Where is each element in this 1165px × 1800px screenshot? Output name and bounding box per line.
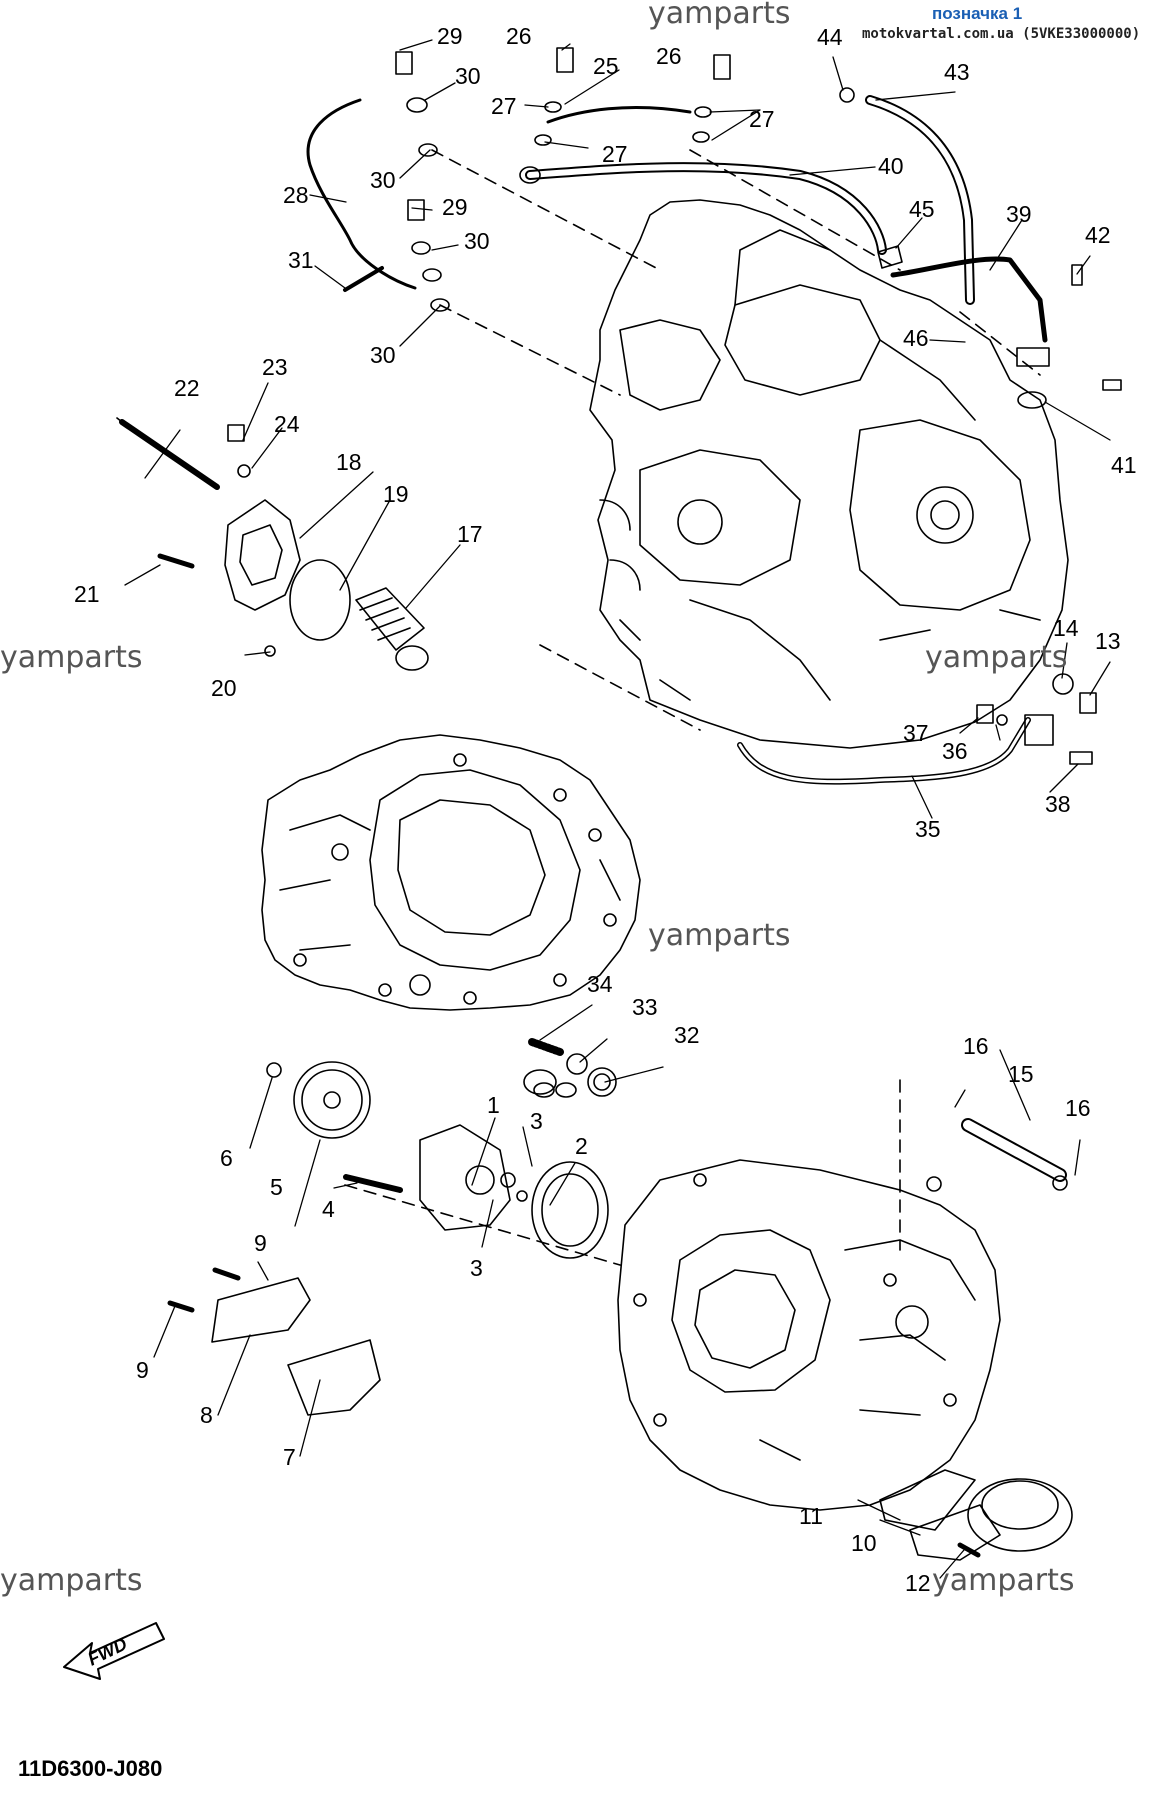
- callout-label: 39: [1006, 201, 1032, 227]
- callout-label: 16: [1065, 1095, 1091, 1121]
- callout-label: 29: [437, 23, 463, 49]
- callout-label: 14: [1053, 615, 1079, 641]
- callout-label: 24: [274, 411, 300, 437]
- callout-label: 37: [903, 720, 929, 746]
- oil-pipes: [306, 47, 731, 312]
- callout-label: 40: [878, 153, 904, 179]
- callout-label: 3: [530, 1108, 543, 1134]
- callout-label: 11: [799, 1503, 823, 1529]
- oil-pump-group: [167, 1061, 1068, 1416]
- oil-filter-assembly: [116, 417, 429, 671]
- callout-label: 5: [270, 1174, 283, 1200]
- assembly-lines: [344, 149, 1041, 1266]
- callout-label: 43: [944, 59, 970, 85]
- callout-label: 6: [220, 1145, 233, 1171]
- callout-label: 8: [200, 1402, 213, 1428]
- callout-label: 31: [288, 247, 314, 273]
- diagram-code: 11D6300-J080: [18, 1756, 163, 1781]
- callout-label: 21: [74, 581, 100, 607]
- callout-label: 26: [506, 23, 532, 49]
- callout-label: 35: [915, 816, 941, 842]
- oil-strainer: [879, 1469, 1073, 1561]
- callout-label: 12: [905, 1570, 931, 1596]
- callout-label: 30: [464, 228, 490, 254]
- callout-label: 30: [370, 167, 396, 193]
- breather-hoses: [519, 87, 1122, 409]
- watermark-text: yamparts: [925, 640, 1068, 675]
- leader-lines: [124, 39, 1111, 1579]
- callout-label: 30: [455, 63, 481, 89]
- callout-label: 32: [674, 1022, 700, 1048]
- callout-label: 22: [174, 375, 200, 401]
- callout-label: 34: [587, 971, 613, 997]
- callout-label: 3: [470, 1255, 483, 1281]
- lower-crankcase: [617, 1159, 1001, 1511]
- callout-label: 16: [963, 1033, 989, 1059]
- header-site-text: motokvartal.com.ua (5VKE33000000): [862, 26, 1141, 42]
- callout-label: 33: [632, 994, 658, 1020]
- watermark-text: yamparts: [0, 1563, 143, 1598]
- callout-label: 9: [254, 1230, 267, 1256]
- callout-label: 15: [1008, 1061, 1034, 1087]
- upper-engine-block: [589, 199, 1069, 749]
- callout-label: 38: [1045, 791, 1071, 817]
- middle-crankcase: [261, 734, 641, 1011]
- relief-valve: [528, 1038, 617, 1097]
- fwd-arrow-icon: FWD: [63, 1622, 165, 1680]
- callout-label: 36: [942, 738, 968, 764]
- callout-label: 45: [909, 196, 935, 222]
- callout-label: 42: [1085, 222, 1111, 248]
- return-hose: [737, 673, 1097, 785]
- watermark-text: yamparts: [0, 640, 143, 675]
- callout-label: 9: [136, 1357, 149, 1383]
- watermark-text: yamparts: [648, 918, 791, 953]
- callout-label: 27: [749, 106, 775, 132]
- callout-label: 10: [851, 1530, 877, 1556]
- callout-label: 46: [903, 325, 929, 351]
- callout-label: 23: [262, 354, 288, 380]
- watermark-text: yamparts: [932, 1563, 1075, 1598]
- callout-label: 27: [602, 141, 628, 167]
- watermark-text: yamparts: [648, 0, 791, 31]
- callout-label: 19: [383, 481, 409, 507]
- callout-label: 41: [1111, 452, 1137, 478]
- callout-label: 2: [575, 1133, 588, 1159]
- callout-label: 25: [593, 53, 619, 79]
- callout-label: 18: [336, 449, 362, 475]
- callout-label: 29: [442, 194, 468, 220]
- callout-label: 17: [457, 521, 483, 547]
- callout-label: 4: [322, 1196, 335, 1222]
- callout-label: 20: [211, 675, 237, 701]
- callout-label: 28: [283, 182, 309, 208]
- callout-label: 13: [1095, 628, 1121, 654]
- header-link[interactable]: позначка 1: [932, 4, 1023, 23]
- callout-label: 1: [487, 1092, 500, 1118]
- callout-label: 44: [817, 24, 843, 50]
- callout-label: 7: [283, 1444, 296, 1470]
- callout-label: 26: [656, 43, 682, 69]
- callout-label: 30: [370, 342, 396, 368]
- callout-label: 27: [491, 93, 517, 119]
